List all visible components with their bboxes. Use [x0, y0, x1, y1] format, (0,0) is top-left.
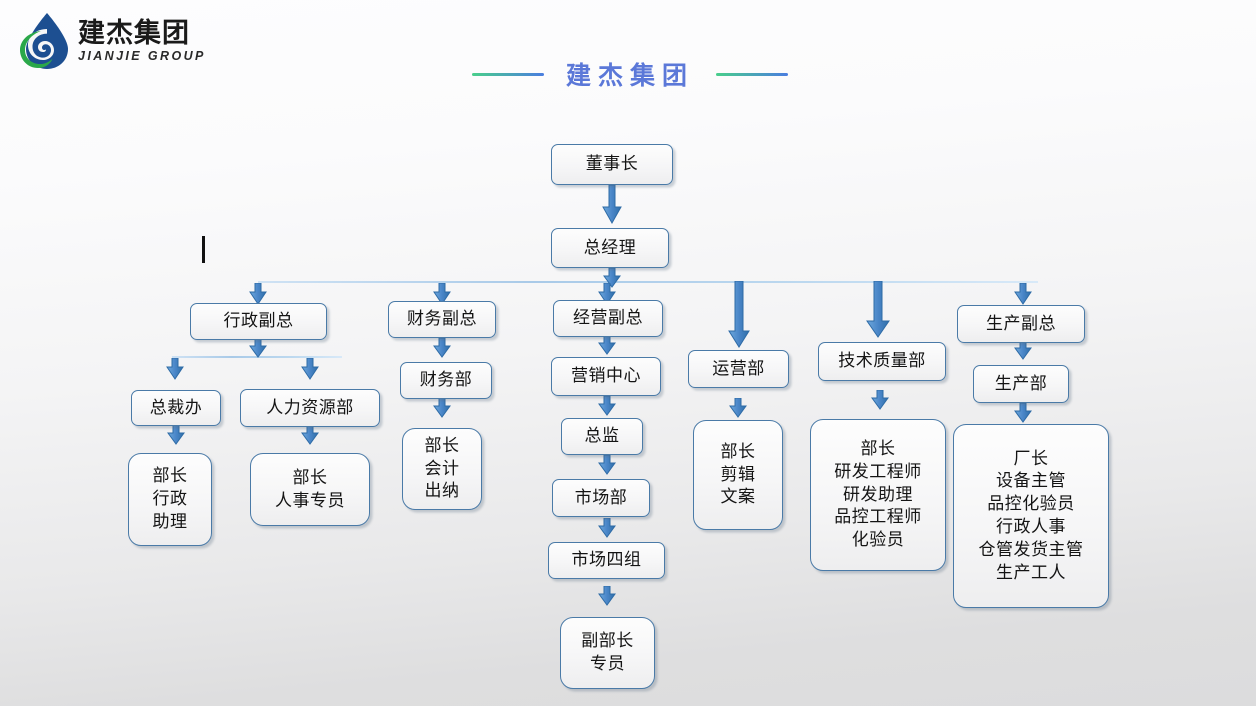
title-rule-left-icon: [471, 72, 544, 76]
arrow-director-to-market-dept: [597, 455, 617, 475]
node-operations-dept[interactable]: 运营部: [688, 350, 789, 388]
node-market-dept[interactable]: 市场部: [552, 479, 650, 517]
arrow-busline-to-tech-quality-dept: [866, 281, 890, 339]
arrow-operations-dept-to-roles: [728, 398, 748, 418]
node-tech-roles[interactable]: 部长 研发工程师 研发助理 品控工程师 化验员: [810, 419, 946, 571]
arrow-split-to-president-office: [165, 358, 185, 380]
node-operations-roles[interactable]: 部长 剪辑 文案: [693, 420, 783, 530]
node-chairman[interactable]: 董事长: [551, 144, 673, 185]
logo-chinese-name: 建杰集团: [78, 17, 190, 49]
arrow-finance-dept-to-roles: [432, 398, 452, 418]
node-finance-roles[interactable]: 部长 会计 出纳: [402, 428, 482, 510]
node-production-roles[interactable]: 厂长 设备主管 品控化验员 行政人事 仓管发货主管 生产工人: [953, 424, 1109, 608]
company-logo: 建杰集团 JIANJIE GROUP: [14, 8, 234, 74]
node-marketing-center[interactable]: 营销中心: [551, 357, 661, 396]
node-finance-vp[interactable]: 财务副总: [388, 301, 496, 338]
node-director[interactable]: 总监: [561, 418, 643, 455]
node-tech-quality-dept[interactable]: 技术质量部: [818, 342, 946, 381]
node-hr-roles[interactable]: 部长 人事专员: [250, 453, 370, 526]
node-general-manager[interactable]: 总经理: [551, 228, 669, 268]
arrow-busline-to-operations-dept: [728, 281, 750, 349]
slide-header: 建杰集团 JIANJIE GROUP 建杰集团: [0, 0, 1256, 104]
connector-main-horizontal: [258, 281, 1038, 283]
node-hr-dept[interactable]: 人力资源部: [240, 389, 380, 427]
logo-english-name: JIANJIE GROUP: [78, 48, 206, 63]
arrow-finance-vp-to-finance-dept: [432, 338, 452, 358]
arrow-busline-to-business-vp: [597, 283, 617, 305]
text-cursor-caret: [202, 236, 205, 263]
arrow-president-office-to-roles: [166, 425, 186, 445]
node-finance-dept[interactable]: 财务部: [400, 362, 492, 399]
arrow-chairman-to-gm: [602, 185, 622, 225]
arrow-market-dept-to-group4: [597, 518, 617, 538]
page-title: 建杰集团: [565, 61, 694, 90]
arrow-split-to-hr-dept: [300, 358, 320, 380]
arrow-busline-to-production-vp: [1013, 283, 1033, 305]
arrow-production-vp-to-production-dept: [1013, 340, 1033, 360]
node-admin-vp[interactable]: 行政副总: [190, 303, 327, 340]
arrow-admin-vp-to-split: [248, 338, 268, 358]
node-president-office[interactable]: 总裁办: [131, 390, 221, 426]
logo-wordmark: 建杰集团 JIANJIE GROUP: [78, 20, 206, 63]
node-business-vp[interactable]: 经营副总: [553, 300, 663, 337]
slide-title-group: 建杰集团: [440, 56, 820, 92]
arrow-busline-to-admin-vp: [248, 283, 268, 305]
water-drop-logo-icon: [14, 11, 72, 71]
arrow-busline-to-finance-vp: [432, 283, 452, 305]
node-production-dept[interactable]: 生产部: [973, 365, 1069, 403]
arrow-marketing-center-to-director: [597, 396, 617, 416]
node-market-group-4[interactable]: 市场四组: [548, 542, 665, 579]
title-rule-right-icon: [716, 72, 788, 76]
node-admin-roles[interactable]: 部长 行政 助理: [128, 453, 212, 546]
connector-admin-horizontal: [172, 356, 342, 358]
node-market-roles[interactable]: 副部长 专员: [560, 617, 655, 689]
arrow-hr-dept-to-roles: [300, 425, 320, 445]
arrow-business-vp-to-marketing-center: [597, 335, 617, 355]
arrow-group4-to-market-roles: [597, 586, 617, 606]
arrow-gm-to-busline: [602, 268, 622, 288]
arrow-production-dept-to-roles: [1013, 403, 1033, 423]
node-production-vp[interactable]: 生产副总: [957, 305, 1085, 343]
arrow-tech-quality-to-roles: [870, 390, 890, 410]
